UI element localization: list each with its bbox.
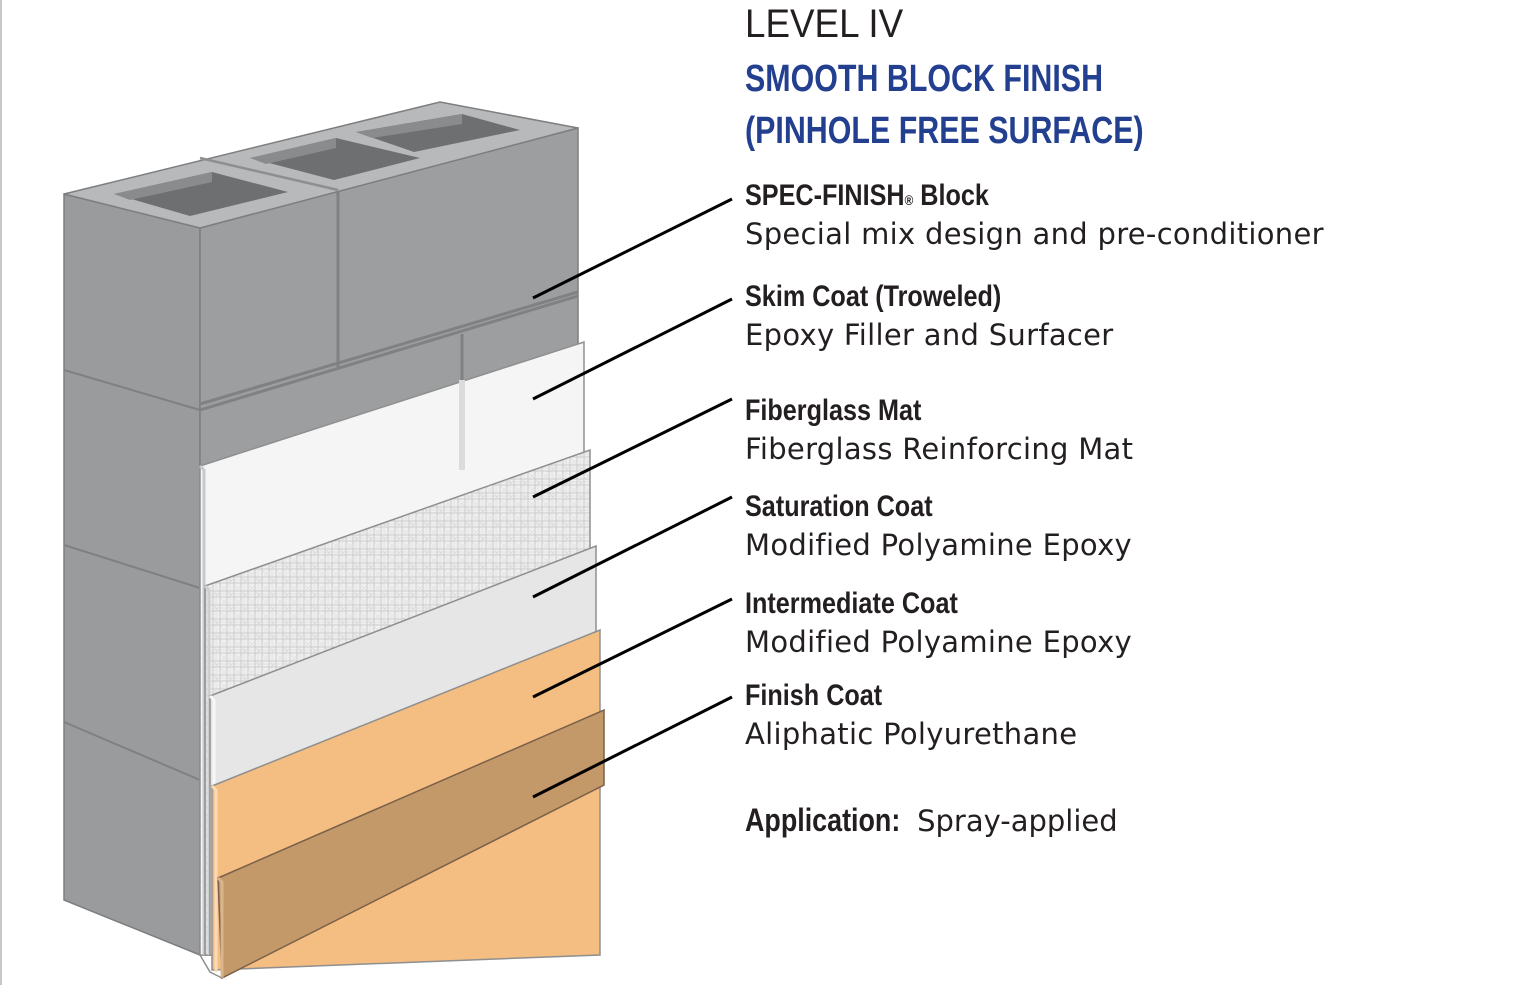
finish-coat-edge xyxy=(216,876,224,978)
layer-label-spec-finish-block: SPEC-FINISH® Block Special mix design an… xyxy=(745,178,1505,254)
layer-description: Modified Polyamine Epoxy xyxy=(745,528,1133,562)
level-title: LEVEL IV xyxy=(745,2,904,46)
layer-description: Epoxy Filler and Surfacer xyxy=(745,318,1114,352)
leader-line-spec-finish-block xyxy=(532,197,733,300)
intermediate-coat-edge xyxy=(210,784,218,972)
page-left-border xyxy=(0,0,2,985)
layer-name: Finish Coat xyxy=(745,679,883,712)
leader-line-intermediate-coat xyxy=(532,597,733,699)
application-value: Spray-applied xyxy=(907,804,1118,838)
layer-label-skim-coat: Skim Coat (Troweled) Epoxy Filler and Su… xyxy=(745,279,1505,355)
leader-line-saturation-coat xyxy=(532,495,733,599)
layer-name: SPEC-FINISH® Block xyxy=(745,178,1383,214)
block-front-mortar-joints xyxy=(199,190,579,470)
subtitle-line-2: (PINHOLE FREE SURFACE) xyxy=(745,110,1144,152)
skim-coat-edge xyxy=(198,464,206,955)
subtitle-line-1: SMOOTH BLOCK FINISH xyxy=(745,58,1104,100)
layer-name-suffix: Block xyxy=(913,179,989,212)
layer-label-saturation-coat: Saturation Coat Modified Polyamine Epoxy xyxy=(745,489,1505,565)
block-core-3-wall xyxy=(356,114,462,138)
block-core-1-wall xyxy=(114,172,212,200)
block-core-3 xyxy=(356,114,520,152)
layer-description: Special mix design and pre-conditioner xyxy=(745,217,1324,251)
layer-name: Intermediate Coat xyxy=(745,587,958,620)
block-side-mortar-joints xyxy=(63,369,201,781)
leader-line-fiberglass-mat xyxy=(532,397,733,499)
application-label: Application: xyxy=(745,802,901,838)
block-core-2-wall xyxy=(250,138,336,164)
layer-description: Aliphatic Polyurethane xyxy=(745,717,1078,751)
block-top-joint xyxy=(199,156,339,192)
layer-description: Fiberglass Reinforcing Mat xyxy=(745,432,1134,466)
trademark-symbol: ® xyxy=(904,192,914,208)
layer-name: Skim Coat (Troweled) xyxy=(745,280,1002,313)
layer-label-fiberglass-mat: Fiberglass Mat Fiberglass Reinforcing Ma… xyxy=(745,393,1505,469)
leader-line-finish-coat xyxy=(532,695,733,799)
layer-name: Saturation Coat xyxy=(745,490,933,523)
layer-name: Fiberglass Mat xyxy=(745,394,922,427)
layer-label-intermediate-coat: Intermediate Coat Modified Polyamine Epo… xyxy=(745,586,1505,662)
layer-name-text: SPEC-FINISH xyxy=(745,179,905,212)
application-method: Application: Spray-applied xyxy=(745,802,1118,839)
fiberglass-mat-edge xyxy=(203,584,211,955)
layer-label-finish-coat: Finish Coat Aliphatic Polyurethane xyxy=(745,678,1505,754)
layer-bottom-edges xyxy=(199,954,223,979)
leader-line-skim-coat xyxy=(532,297,733,401)
layer-description: Modified Polyamine Epoxy xyxy=(745,625,1133,659)
block-side-face xyxy=(63,193,201,957)
block-core-1 xyxy=(114,172,288,216)
